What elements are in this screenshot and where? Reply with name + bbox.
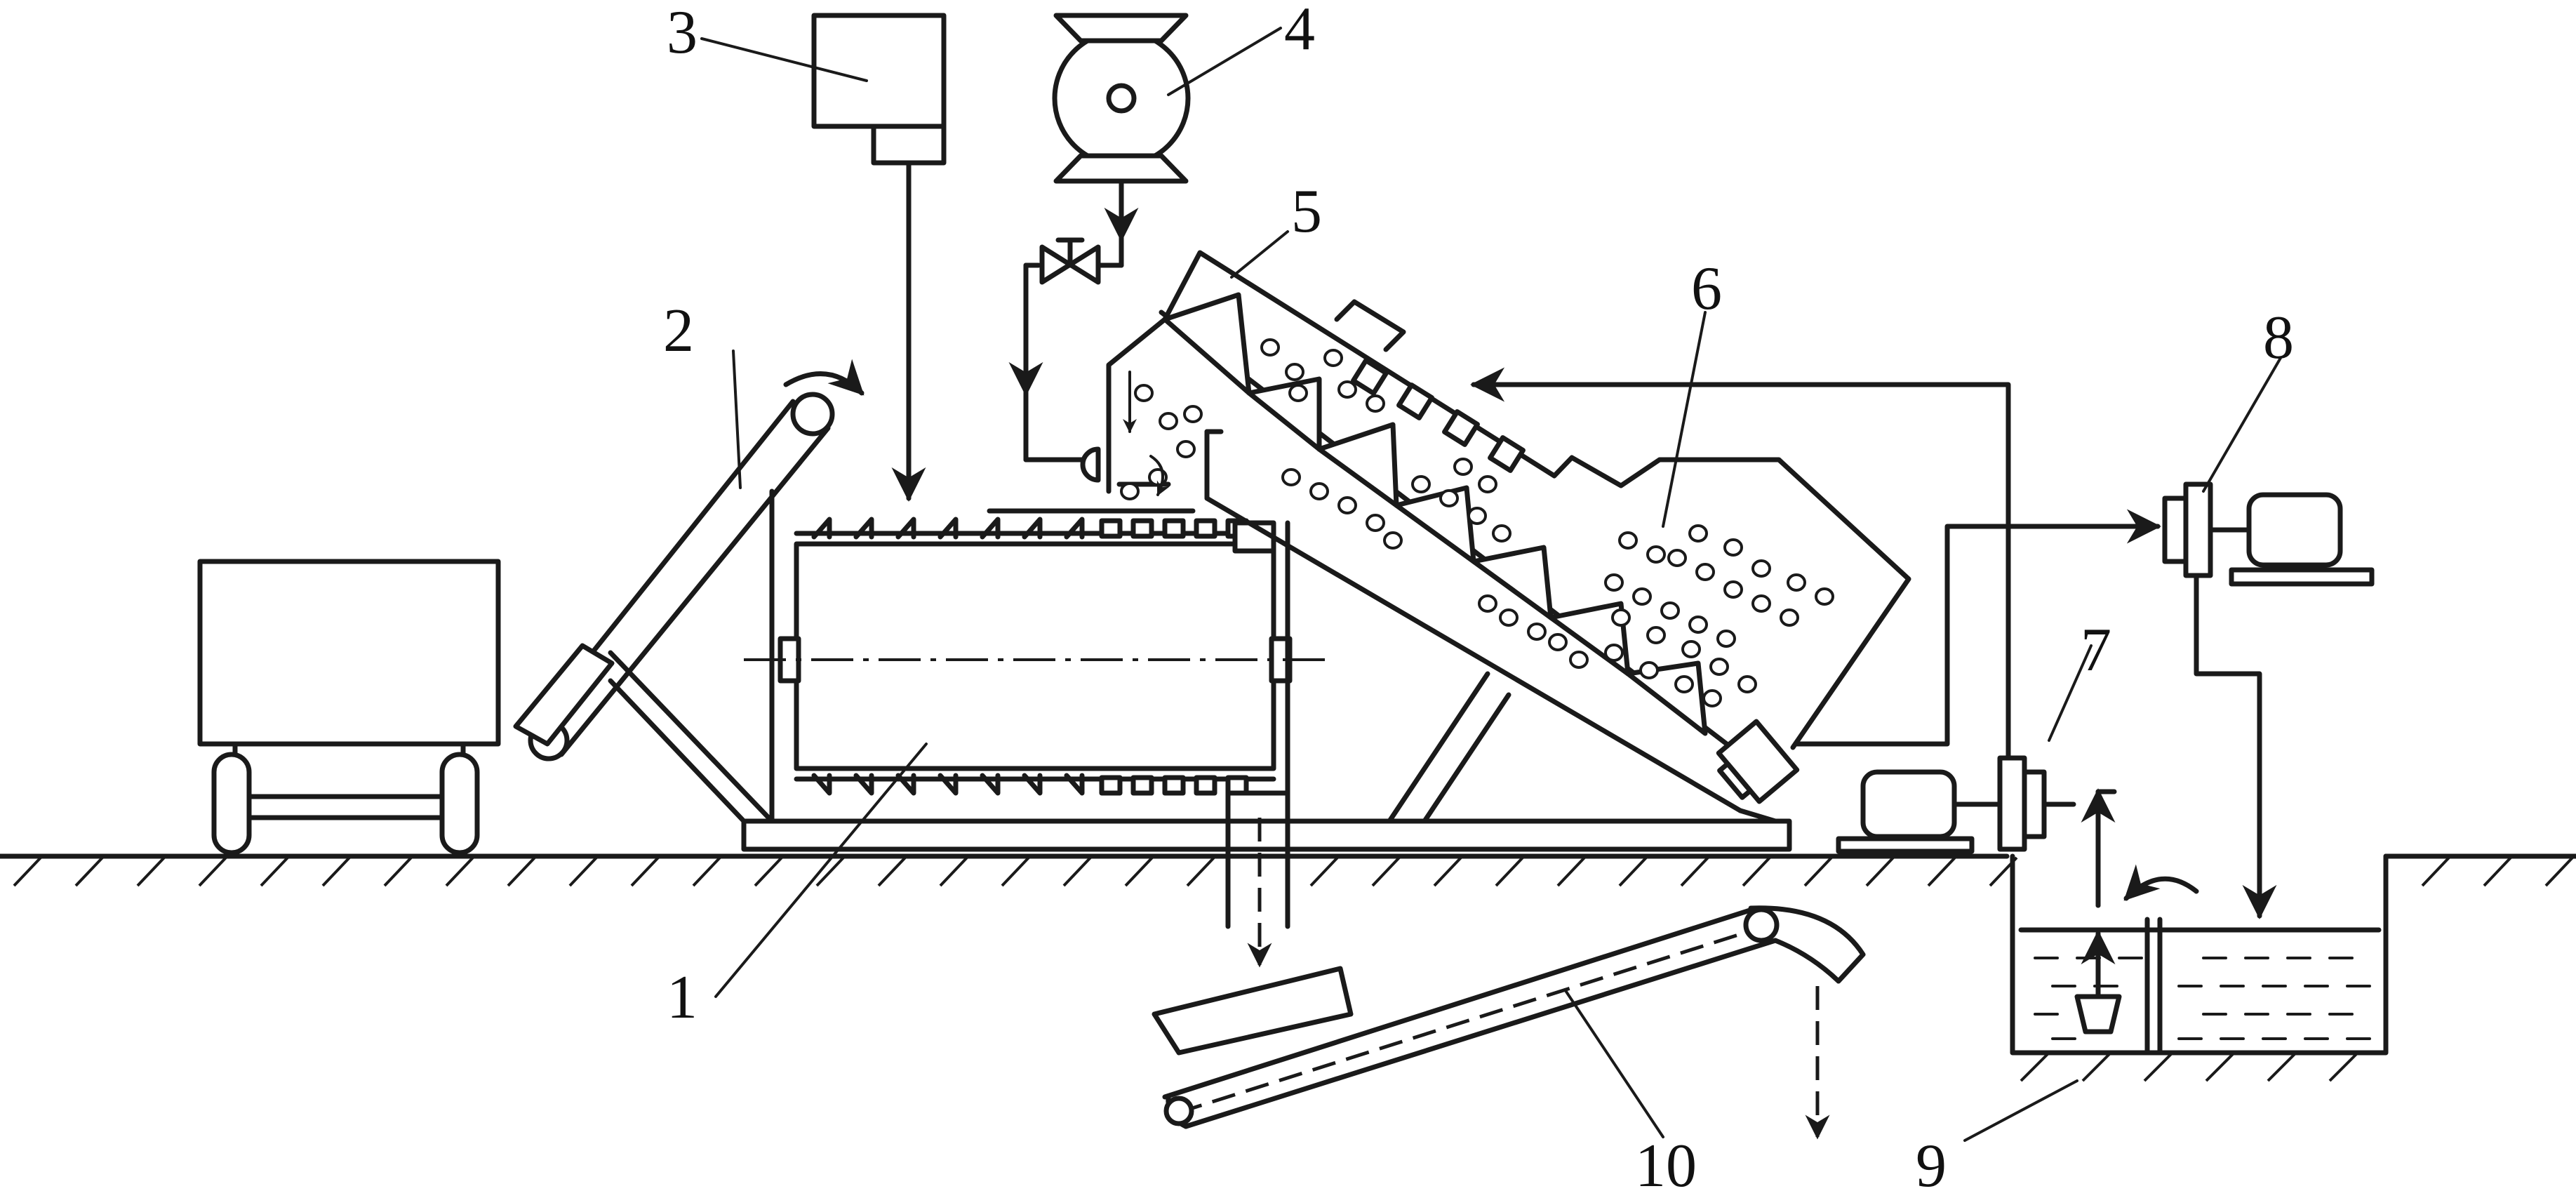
leaders	[700, 27, 2282, 1142]
blower	[1008, 13, 1191, 483]
label-3: 3	[667, 0, 698, 67]
label-6: 6	[1691, 255, 1722, 323]
output-conveyor	[1152, 905, 1866, 1140]
label-5: 5	[1291, 178, 1322, 246]
drum-washer	[741, 517, 1792, 968]
inclined-washer	[987, 250, 1911, 824]
ground	[0, 853, 2576, 887]
part-labels: 1 2 3 4 5 6 7 8 9 10	[663, 0, 2294, 1191]
pump-8	[2162, 481, 2375, 587]
label-2: 2	[663, 297, 694, 365]
label-8: 8	[2263, 304, 2294, 372]
sump-tank	[2010, 853, 2389, 1082]
pump-7	[1836, 755, 2116, 908]
label-1: 1	[667, 964, 698, 1032]
cart	[197, 559, 501, 856]
label-4: 4	[1284, 0, 1315, 63]
hopper	[811, 13, 947, 502]
label-9: 9	[1916, 1132, 1947, 1191]
label-7: 7	[2081, 616, 2111, 684]
inclined-conveyor	[513, 359, 865, 824]
label-10: 10	[1635, 1132, 1697, 1191]
